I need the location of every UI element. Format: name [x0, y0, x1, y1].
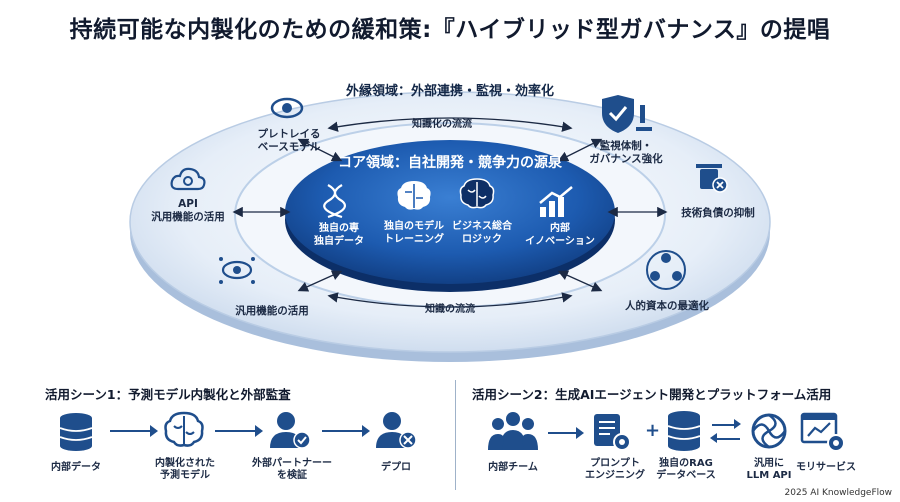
cloud-gear-icon: [170, 167, 206, 191]
brain-icon: [459, 178, 495, 209]
outer-item-human: 人的資本の最適化: [625, 300, 709, 312]
brain-circuit-icon: [397, 181, 431, 210]
core-item-data: 独自の専 独自データ: [314, 223, 364, 247]
flow-arc-top: [327, 117, 573, 132]
arrow-top-right: [557, 138, 603, 162]
scene1-arrowhead-3: [362, 425, 370, 437]
scene1-arrow-1: [110, 430, 152, 432]
core-item-logic: ビジネス総合 ロジック: [452, 221, 512, 245]
brain-model-icon: [164, 411, 204, 447]
page-title: 持続可能な内製化のための緩和策:『ハイブリッド型ガバナンス』の提唱: [69, 17, 831, 43]
dna-icon: [323, 184, 346, 219]
flow-arc-bottom: [327, 292, 573, 308]
prompt-doc-gear-icon: [594, 414, 631, 451]
outer-item-api: API 汎用機能の活用: [151, 198, 225, 223]
scene1-arrow-2: [215, 430, 257, 432]
scene1-step-4: デプロ: [381, 462, 411, 473]
scene1-step-3: 外部パートナーー を検証: [252, 458, 332, 481]
growth-chart-icon: [539, 186, 573, 217]
outer-item-general: 汎用機能の活用: [235, 305, 309, 317]
user-x-icon: [376, 412, 417, 449]
scene2-step-5: モリサービス: [796, 462, 856, 473]
scene1-arrow-3: [322, 430, 364, 432]
scene1-arrowhead-2: [255, 425, 263, 437]
footer-credit: 2025 AI KnowledgeFlow: [784, 488, 892, 498]
dashboard-gear-icon: [800, 412, 845, 452]
scene2-arrowhead-2: [734, 419, 741, 429]
scene2-arrow-3: [716, 438, 740, 440]
scene2-step-4: 汎用に LLM API: [746, 458, 792, 481]
scene2-step-2: プロンプト エンジニング: [585, 458, 645, 481]
outer-item-monitoring: 監視体制・ ガバナンス強化: [589, 140, 663, 165]
scene2-title: 活用シーン2：生成AIエージェント開発とプラットフォーム活用: [472, 387, 832, 402]
outer-item-pretrained: プレトレイる ベースモデル: [257, 128, 321, 153]
scene2-arrow-2: [712, 424, 736, 426]
team-network-icon: [646, 250, 686, 290]
scene2-step-1: 内部チーム: [488, 462, 538, 473]
trash-debt-icon: [696, 164, 728, 193]
flow-label-bottom: 知識の流流: [425, 304, 475, 315]
scene-divider: [455, 380, 456, 490]
hybrid-governance-diagram: [129, 91, 771, 362]
scene1-arrowhead-1: [150, 425, 158, 437]
scene2-step-3: 独自のRAG データベース: [656, 458, 716, 481]
arrow-bottom-right: [557, 270, 603, 292]
scene2-arrowhead-3: [710, 433, 717, 443]
scene1-step-2: 内製化された 予測モデル: [155, 458, 215, 481]
llm-knot-icon: [751, 413, 787, 449]
eye-icon: [270, 97, 304, 119]
scene1-title: 活用シーン1：予測モデル内製化と外部監査: [45, 387, 291, 402]
flow-label-top: 知識化の流流: [412, 119, 472, 130]
shield-microscope-icon: [602, 95, 652, 133]
database-icon: [59, 413, 93, 451]
arrow-bottom-left: [297, 270, 343, 292]
core-zone-title: コア領域：自社開発・競争力の源泉: [338, 155, 562, 171]
outer-item-debt: 技術負債の抑制: [681, 207, 755, 219]
outer-zone-title: 外縁領域：外部連携・監視・効率化: [345, 84, 554, 99]
core-item-training: 独自のモデル トレーニング: [384, 221, 444, 245]
plus-icon: +: [645, 420, 661, 441]
scene2-arrow-1: [548, 432, 578, 434]
core-platform: [285, 140, 615, 284]
user-check-icon: [270, 412, 311, 449]
core-item-innovation: 内部 イノベーション: [525, 223, 595, 247]
scene2-arrowhead-1: [576, 427, 584, 439]
rag-database-icon: [667, 411, 701, 451]
scene1-step-1: 内部データ: [51, 462, 101, 473]
team-icon: [488, 412, 538, 450]
arrow-top-left: [297, 138, 343, 162]
eye-network-icon: [219, 257, 255, 284]
